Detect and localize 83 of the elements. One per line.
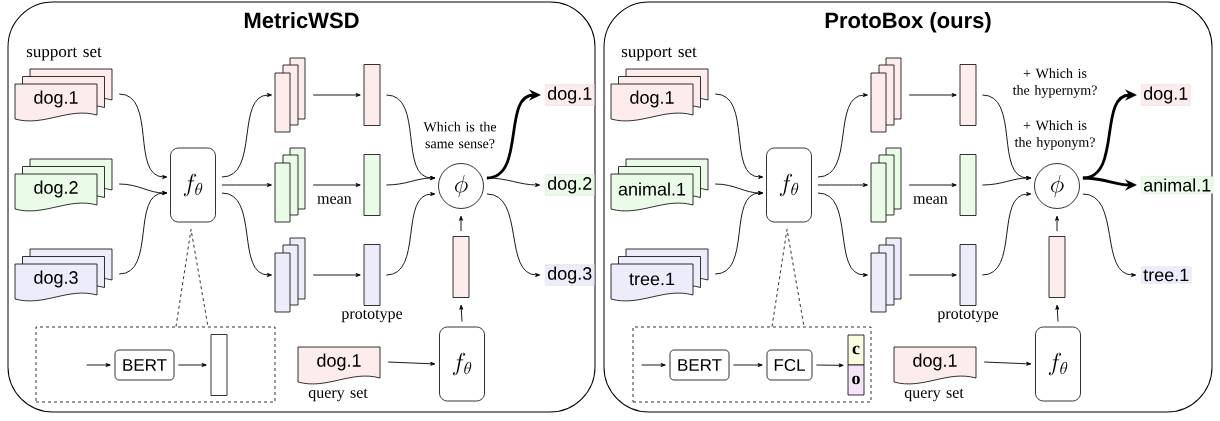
- arrow: [817, 183, 868, 187]
- arrow: [312, 93, 361, 97]
- arrow: [908, 273, 957, 277]
- arrow: [221, 192, 272, 277]
- vector-bar: [452, 236, 470, 298]
- function-box: $f_\theta$: [170, 147, 216, 223]
- arrow: [221, 183, 272, 187]
- arrow: [86, 363, 111, 367]
- arrow: [385, 192, 436, 276]
- arrow: [714, 93, 764, 179]
- arrow: [817, 192, 868, 277]
- caption-text: support set: [26, 47, 102, 61]
- caption-text: support set: [621, 47, 697, 61]
- document-stack: animal.1: [610, 158, 709, 212]
- arrow: [1082, 193, 1137, 277]
- arrow: [1055, 304, 1060, 323]
- arrow: [221, 93, 272, 178]
- document-stack: dog.1: [14, 68, 113, 122]
- caption-text: Which is the same sense?: [423, 121, 497, 149]
- vector-bar: [959, 244, 977, 306]
- arrow: [385, 176, 436, 186]
- edge-label: mean: [913, 196, 948, 204]
- arrow: [387, 361, 436, 366]
- vector-bar: [363, 154, 381, 216]
- vector-bar: [1048, 236, 1066, 298]
- arrow: [981, 176, 1032, 186]
- document-stack: dog.2: [14, 158, 113, 212]
- module-box: FCL: [766, 349, 813, 381]
- arrow: [714, 191, 764, 275]
- arrow: [118, 93, 168, 179]
- vector-bar: [210, 334, 228, 396]
- label-tag: dog.3: [545, 264, 595, 286]
- embedding-stack: [274, 147, 306, 223]
- module-box: BERT: [669, 349, 730, 381]
- arrow: [641, 363, 666, 367]
- caption-text: + Which is the hypernym?: [1012, 68, 1097, 98]
- function-box: $f_\theta$: [439, 326, 485, 402]
- caption-text: query set: [308, 388, 368, 402]
- embedding-stack: [870, 147, 902, 223]
- embedding-stack: [870, 237, 902, 313]
- embedding-stack: [274, 237, 306, 313]
- document-stack: tree.1: [610, 248, 709, 302]
- arrow: [1055, 215, 1059, 232]
- arrow: [312, 183, 361, 187]
- arrow: [486, 177, 541, 187]
- caption-text: prototype: [937, 309, 999, 323]
- dashed-box: [35, 326, 276, 403]
- dashed-box: [632, 326, 872, 403]
- arrow: [981, 192, 1032, 276]
- module-box: BERT: [114, 349, 175, 381]
- caption-text: query set: [904, 388, 964, 402]
- arrow: [459, 304, 464, 323]
- arrow: [817, 93, 868, 178]
- function-box: $f_\theta$: [1035, 326, 1081, 402]
- embedding-stack: [274, 57, 306, 133]
- arrow: [177, 363, 207, 367]
- edge-label: mean: [317, 196, 352, 204]
- caption-text: + Which is the hyponym?: [1014, 120, 1095, 150]
- vector-cell: o: [847, 364, 865, 396]
- document-stack: dog.3: [14, 248, 113, 302]
- label-tag: dog.2: [545, 174, 595, 196]
- label-tag: dog.1: [545, 84, 595, 106]
- vector-bar: [959, 154, 977, 216]
- vector-bar: [363, 64, 381, 126]
- vector-cell: c: [847, 334, 865, 366]
- function-box: $f_\theta$: [766, 147, 812, 223]
- arrow: [815, 363, 844, 368]
- embedding-stack: [870, 57, 902, 133]
- arrow: [908, 183, 957, 187]
- document-stack: dog.1: [610, 68, 709, 122]
- vector-bar: [363, 244, 381, 306]
- arrow: [312, 273, 361, 277]
- arrow: [908, 93, 957, 97]
- arrow: [486, 193, 541, 277]
- arrow: [459, 215, 463, 232]
- label-tag: dog.1: [1141, 84, 1191, 106]
- arrow: [983, 361, 1032, 366]
- arrow: [732, 363, 763, 367]
- vector-bar: [959, 64, 977, 126]
- arrow: [118, 191, 168, 275]
- label-tag: tree.1: [1141, 266, 1192, 284]
- label-tag: animal.1: [1141, 176, 1214, 194]
- caption-text: prototype: [341, 309, 403, 323]
